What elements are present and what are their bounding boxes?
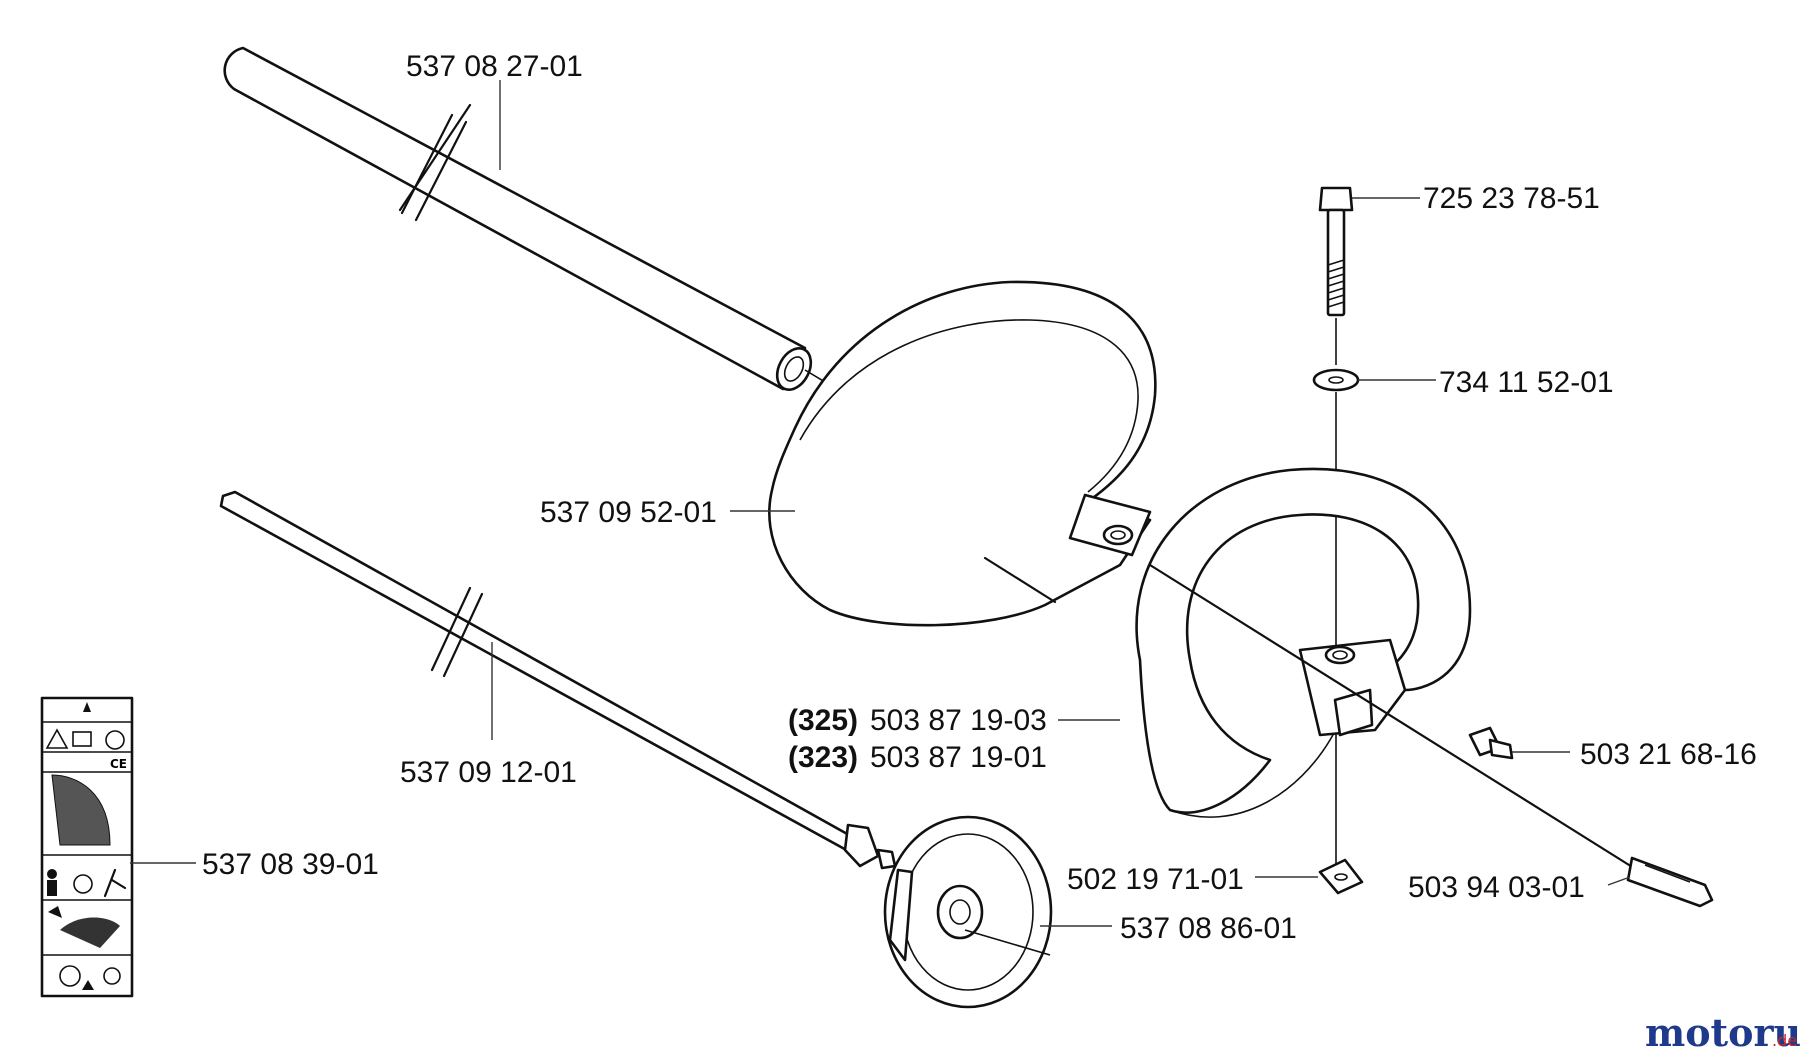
bolt-part [1318,186,1420,317]
label-decal: 537 08 39-01 [202,848,379,881]
washer-part [1312,368,1436,392]
drive-shaft-part [219,490,860,854]
label-shaft: 537 09 12-01 [400,756,577,789]
square-nut-part [1255,858,1364,895]
label-screw: 503 21 68-16 [1580,738,1757,771]
label-cover: 537 08 86-01 [1120,912,1297,945]
label-nut: 502 19 71-01 [1067,863,1244,896]
label-tube: 537 08 27-01 [406,50,583,83]
label-handle-a: 503 87 19-03 [870,704,1047,737]
label-handle-prefix-b: (323) [788,741,858,774]
screw-part [1468,726,1570,760]
ce-mark: CE [110,757,127,771]
label-handle-b: 503 87 19-01 [870,741,1047,774]
brand-name: motoruf [1645,1010,1800,1055]
label-bolt: 725 23 78-51 [1423,182,1600,215]
brand-suffix: .de [1772,1031,1797,1050]
label-switch: 503 94 03-01 [1408,871,1585,904]
switch-connector-part [1607,856,1714,908]
loop-handle-part [1058,467,1472,818]
label-handle-prefix-a: (325) [788,704,858,737]
safety-decal-part: CE [40,696,196,998]
guard-part [730,280,1157,627]
gear-cover-part [843,815,1112,1009]
brand-watermark: motoruf .de [1645,1010,1800,1055]
label-washer: 734 11 52-01 [1439,366,1614,399]
tube-part [223,46,836,391]
label-guard: 537 09 52-01 [540,496,717,529]
